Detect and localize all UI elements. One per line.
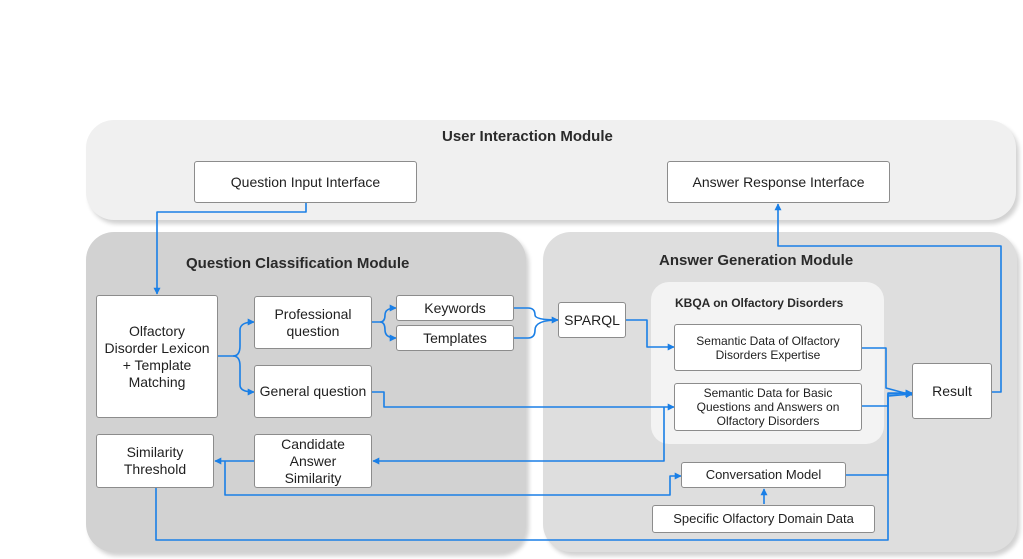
arrow-threshold-to-conversation xyxy=(224,461,682,496)
semantic-data-expertise-box: Semantic Data of Olfactory Disorders Exp… xyxy=(674,324,862,371)
arrow-sparql-to-expertise xyxy=(626,319,675,351)
user-interaction-module-title: User Interaction Module xyxy=(442,128,613,145)
sparql-box: SPARQL xyxy=(558,302,626,338)
conversation-model-label: Conversation Model xyxy=(705,467,822,482)
sparql-label: SPARQL xyxy=(564,311,620,328)
kbqa-title: KBQA on Olfactory Disorders xyxy=(675,296,844,310)
answer-response-interface-label: Answer Response Interface xyxy=(692,173,865,190)
arrow-keywords-to-sparql xyxy=(514,307,559,324)
result-label: Result xyxy=(932,382,972,399)
candidate-answer-similarity-box: Candidate Answer Similarity xyxy=(254,434,372,488)
templates-label: Templates xyxy=(423,329,487,346)
answer-generation-module-title: Answer Generation Module xyxy=(659,252,854,269)
domain-data-label: Specific Olfactory Domain Data xyxy=(673,511,854,526)
arrow-result-to-answer-response xyxy=(774,203,1002,393)
general-question-label: General question xyxy=(259,383,367,399)
question-input-interface-box: Question Input Interface xyxy=(194,161,417,203)
arrow-basic-to-candidate xyxy=(372,407,665,465)
answer-response-interface-box: Answer Response Interface xyxy=(667,161,890,203)
result-box: Result xyxy=(912,363,992,419)
semantic-data-basic-label: Semantic Data for Basic Questions and An… xyxy=(696,386,840,428)
arrow-general-to-basic xyxy=(372,391,675,411)
semantic-data-basic-box: Semantic Data for Basic Questions and An… xyxy=(674,383,862,431)
arrow-professional-to-templates xyxy=(379,321,397,342)
arrow-professional-to-keywords xyxy=(372,304,397,323)
templates-box: Templates xyxy=(396,325,514,351)
lexicon-template-matching-box: Olfactory Disorder Lexicon + Template Ma… xyxy=(96,295,218,418)
similarity-threshold-label: Similarity Threshold xyxy=(123,444,187,477)
professional-question-label: Professional question xyxy=(274,305,352,339)
arrow-basic-to-result xyxy=(862,391,913,407)
candidate-answer-similarity-label: Candidate Answer Similarity xyxy=(281,435,345,486)
similarity-threshold-box: Similarity Threshold xyxy=(96,434,214,488)
question-input-interface-label: Question Input Interface xyxy=(230,173,381,190)
general-question-box: General question xyxy=(254,365,372,418)
arrow-expertise-to-result xyxy=(862,347,913,397)
arrow-templates-to-sparql xyxy=(514,319,559,339)
keywords-label: Keywords xyxy=(424,299,486,316)
semantic-data-expertise-label: Semantic Data of Olfactory Disorders Exp… xyxy=(696,333,840,362)
arrow-lexicon-to-general xyxy=(232,355,255,396)
professional-question-box: Professional question xyxy=(254,296,372,349)
keywords-box: Keywords xyxy=(396,295,514,321)
arrow-input-to-lexicon xyxy=(153,203,307,295)
question-classification-module-title: Question Classification Module xyxy=(186,255,410,272)
arrow-lexicon-to-professional xyxy=(218,318,255,357)
arrow-threshold-to-result xyxy=(155,389,913,541)
lexicon-template-matching-label: Olfactory Disorder Lexicon + Template Ma… xyxy=(104,322,210,390)
domain-data-box: Specific Olfactory Domain Data xyxy=(652,505,875,533)
conversation-model-box: Conversation Model xyxy=(681,462,846,488)
